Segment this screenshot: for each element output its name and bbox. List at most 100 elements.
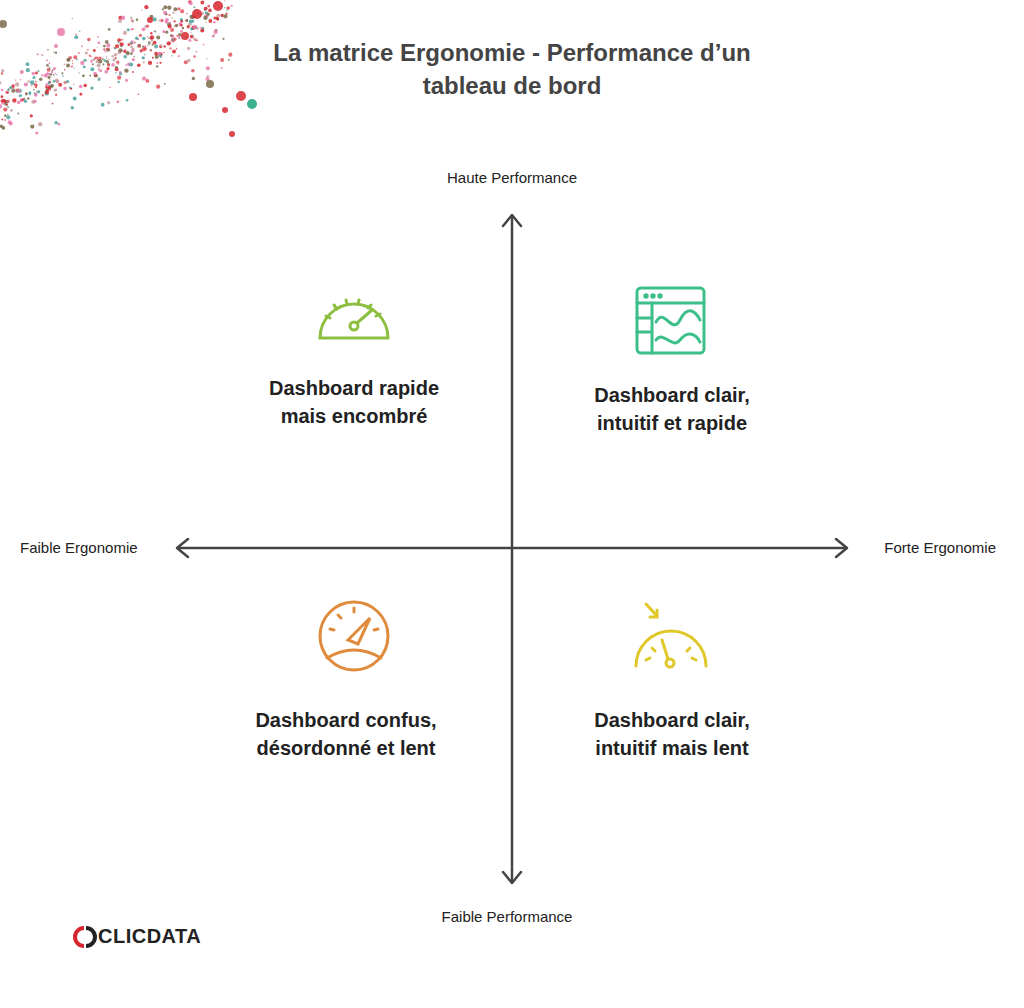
splatter-dot — [130, 46, 133, 49]
splatter-dot — [147, 36, 148, 37]
splatter-dot — [74, 35, 78, 39]
splatter-dot — [167, 6, 171, 10]
splatter-dot — [165, 20, 168, 23]
splatter-dot — [189, 93, 197, 101]
splatter-dot — [94, 72, 97, 75]
splatter-dot — [118, 81, 120, 83]
splatter-dot — [64, 69, 65, 70]
splatter-dot — [24, 100, 27, 103]
splatter-dot — [112, 58, 115, 61]
splatter-dot — [164, 45, 166, 47]
splatter-dot — [61, 72, 63, 74]
splatter-dot — [212, 35, 215, 38]
splatter-dot — [102, 58, 104, 60]
splatter-dot — [137, 44, 141, 48]
splatter-dot — [213, 16, 216, 19]
splatter-dot — [71, 106, 75, 110]
splatter-dot — [142, 47, 146, 51]
splatter-dot — [172, 50, 176, 54]
splatter-dot — [114, 47, 116, 49]
splatter-dot — [127, 43, 130, 46]
splatter-dot — [15, 79, 16, 80]
splatter-dot — [162, 8, 164, 10]
splatter-dot — [176, 48, 178, 50]
splatter-dot — [177, 7, 180, 10]
splatter-dot — [50, 84, 53, 87]
splatter-dot — [111, 63, 115, 67]
splatter-dot — [0, 104, 2, 108]
splatter-dot — [123, 55, 127, 59]
splatter-dot — [122, 39, 123, 40]
gauge-icon — [320, 602, 388, 670]
splatter-dot — [186, 19, 188, 21]
splatter-dot — [97, 63, 101, 67]
splatter-dot — [200, 28, 204, 32]
splatter-dot — [62, 75, 64, 77]
splatter-dot — [131, 40, 134, 43]
splatter-dot — [3, 107, 7, 111]
splatter-dot — [87, 49, 88, 50]
splatter-dot — [96, 60, 99, 63]
splatter-dot — [148, 37, 150, 39]
splatter-dot — [125, 79, 128, 82]
splatter-dot — [118, 48, 122, 52]
splatter-dot — [41, 54, 43, 56]
splatter-dot — [103, 48, 105, 50]
splatter-dot — [186, 13, 188, 15]
splatter-dot — [173, 20, 175, 22]
splatter-dot — [152, 57, 154, 59]
splatter-dot — [119, 71, 121, 73]
quadrant-label: Dashboard clair, intuitif mais lent — [567, 706, 777, 762]
splatter-dot — [130, 28, 132, 30]
splatter-dot — [90, 86, 93, 89]
splatter-dot — [79, 93, 82, 96]
splatter-dot — [227, 6, 230, 9]
splatter-dot — [224, 7, 225, 8]
splatter-dot — [50, 73, 53, 76]
splatter-dot — [148, 41, 151, 44]
splatter-dot — [160, 19, 163, 22]
splatter-dot — [213, 34, 215, 36]
splatter-dot — [93, 49, 96, 52]
quadrant-label: Dashboard rapide mais encombré — [249, 374, 459, 430]
splatter-dot — [63, 81, 66, 84]
splatter-dot — [25, 93, 28, 96]
splatter-dot — [7, 106, 9, 108]
splatter-dot — [58, 123, 61, 126]
splatter-dot — [129, 62, 133, 66]
splatter-dot — [147, 17, 153, 23]
splatter-dot — [156, 62, 158, 64]
splatter-dot — [30, 124, 34, 128]
splatter-dot — [107, 63, 110, 66]
splatter-dot — [216, 18, 219, 21]
splatter-dot — [222, 38, 224, 40]
splatter-dot — [19, 94, 22, 97]
splatter-dot — [53, 51, 54, 52]
splatter-dot — [4, 119, 6, 121]
splatter-dot — [145, 79, 149, 83]
axes — [177, 215, 847, 883]
splatter-dot — [73, 55, 77, 59]
splatter-dot — [39, 78, 43, 82]
splatter-dot — [20, 70, 24, 74]
splatter-dot — [104, 70, 108, 74]
splatter-dot — [148, 43, 150, 45]
splatter-dot — [96, 56, 98, 58]
splatter-dot — [53, 80, 56, 83]
splatter-dot — [142, 56, 145, 59]
splatter-dot — [203, 44, 205, 46]
splatter-dot — [80, 61, 84, 65]
splatter-dot — [196, 51, 197, 52]
splatter-dot — [247, 99, 257, 109]
splatter-dot — [190, 35, 194, 39]
splatter-dot — [221, 67, 223, 69]
axis-label: Forte Ergonomie — [884, 539, 996, 556]
splatter-dot — [98, 69, 100, 71]
splatter-dot — [46, 72, 49, 75]
splatter-dot — [153, 17, 157, 21]
splatter-dot — [144, 54, 145, 55]
splatter-dot — [35, 72, 38, 75]
splatter-dot — [171, 18, 172, 19]
splatter-dot — [130, 41, 132, 43]
